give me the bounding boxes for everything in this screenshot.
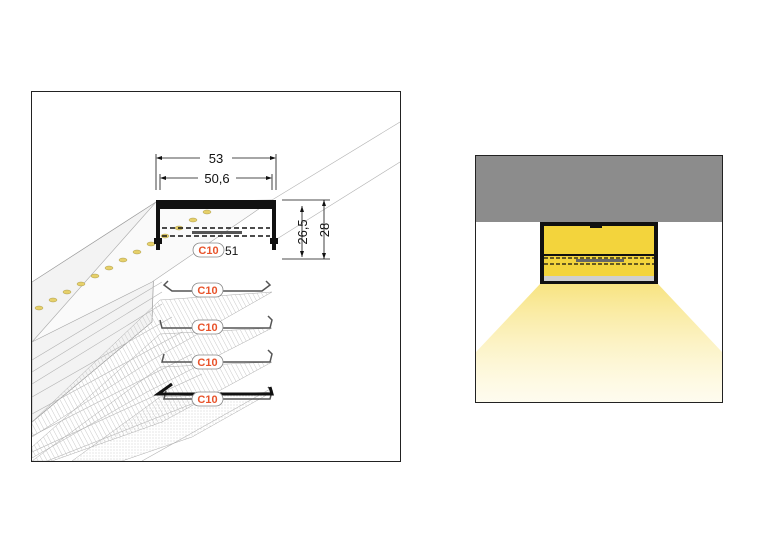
profile-cross-section bbox=[154, 200, 278, 250]
c10-tag-2: C10 bbox=[191, 282, 224, 298]
light-illustration-svg bbox=[476, 156, 722, 402]
c10-tag-1: C10 bbox=[192, 242, 225, 258]
svg-text:C10: C10 bbox=[198, 245, 218, 257]
light-beam bbox=[476, 284, 722, 402]
profile-drawing-panel: 53 50,6 26,5 28 C10 51 C10 C10 C10 C10 bbox=[31, 91, 401, 462]
svg-text:C10: C10 bbox=[197, 357, 217, 369]
svg-text:C10: C10 bbox=[197, 285, 217, 297]
svg-text:C10: C10 bbox=[197, 394, 217, 406]
c10-tag-4: C10 bbox=[191, 354, 224, 370]
dim-outer-width: 53 bbox=[209, 151, 223, 166]
profile-drawing-svg: 53 50,6 26,5 28 C10 51 C10 C10 C10 C10 bbox=[31, 121, 401, 462]
mounted-profile bbox=[540, 222, 658, 284]
dim-inner-height: 26,5 bbox=[295, 219, 310, 244]
dimension-lines bbox=[155, 154, 330, 260]
led-strip bbox=[34, 201, 227, 311]
svg-text:C10: C10 bbox=[197, 322, 217, 334]
dim-outer-height: 28 bbox=[317, 223, 332, 237]
dim-inner-width: 50,6 bbox=[204, 171, 229, 186]
c10-tag-3: C10 bbox=[191, 319, 224, 335]
ceiling bbox=[476, 156, 722, 222]
c10-tag-5: C10 bbox=[191, 391, 224, 407]
mounted-light-panel bbox=[475, 155, 723, 403]
side-number-label: 51 bbox=[225, 244, 239, 258]
